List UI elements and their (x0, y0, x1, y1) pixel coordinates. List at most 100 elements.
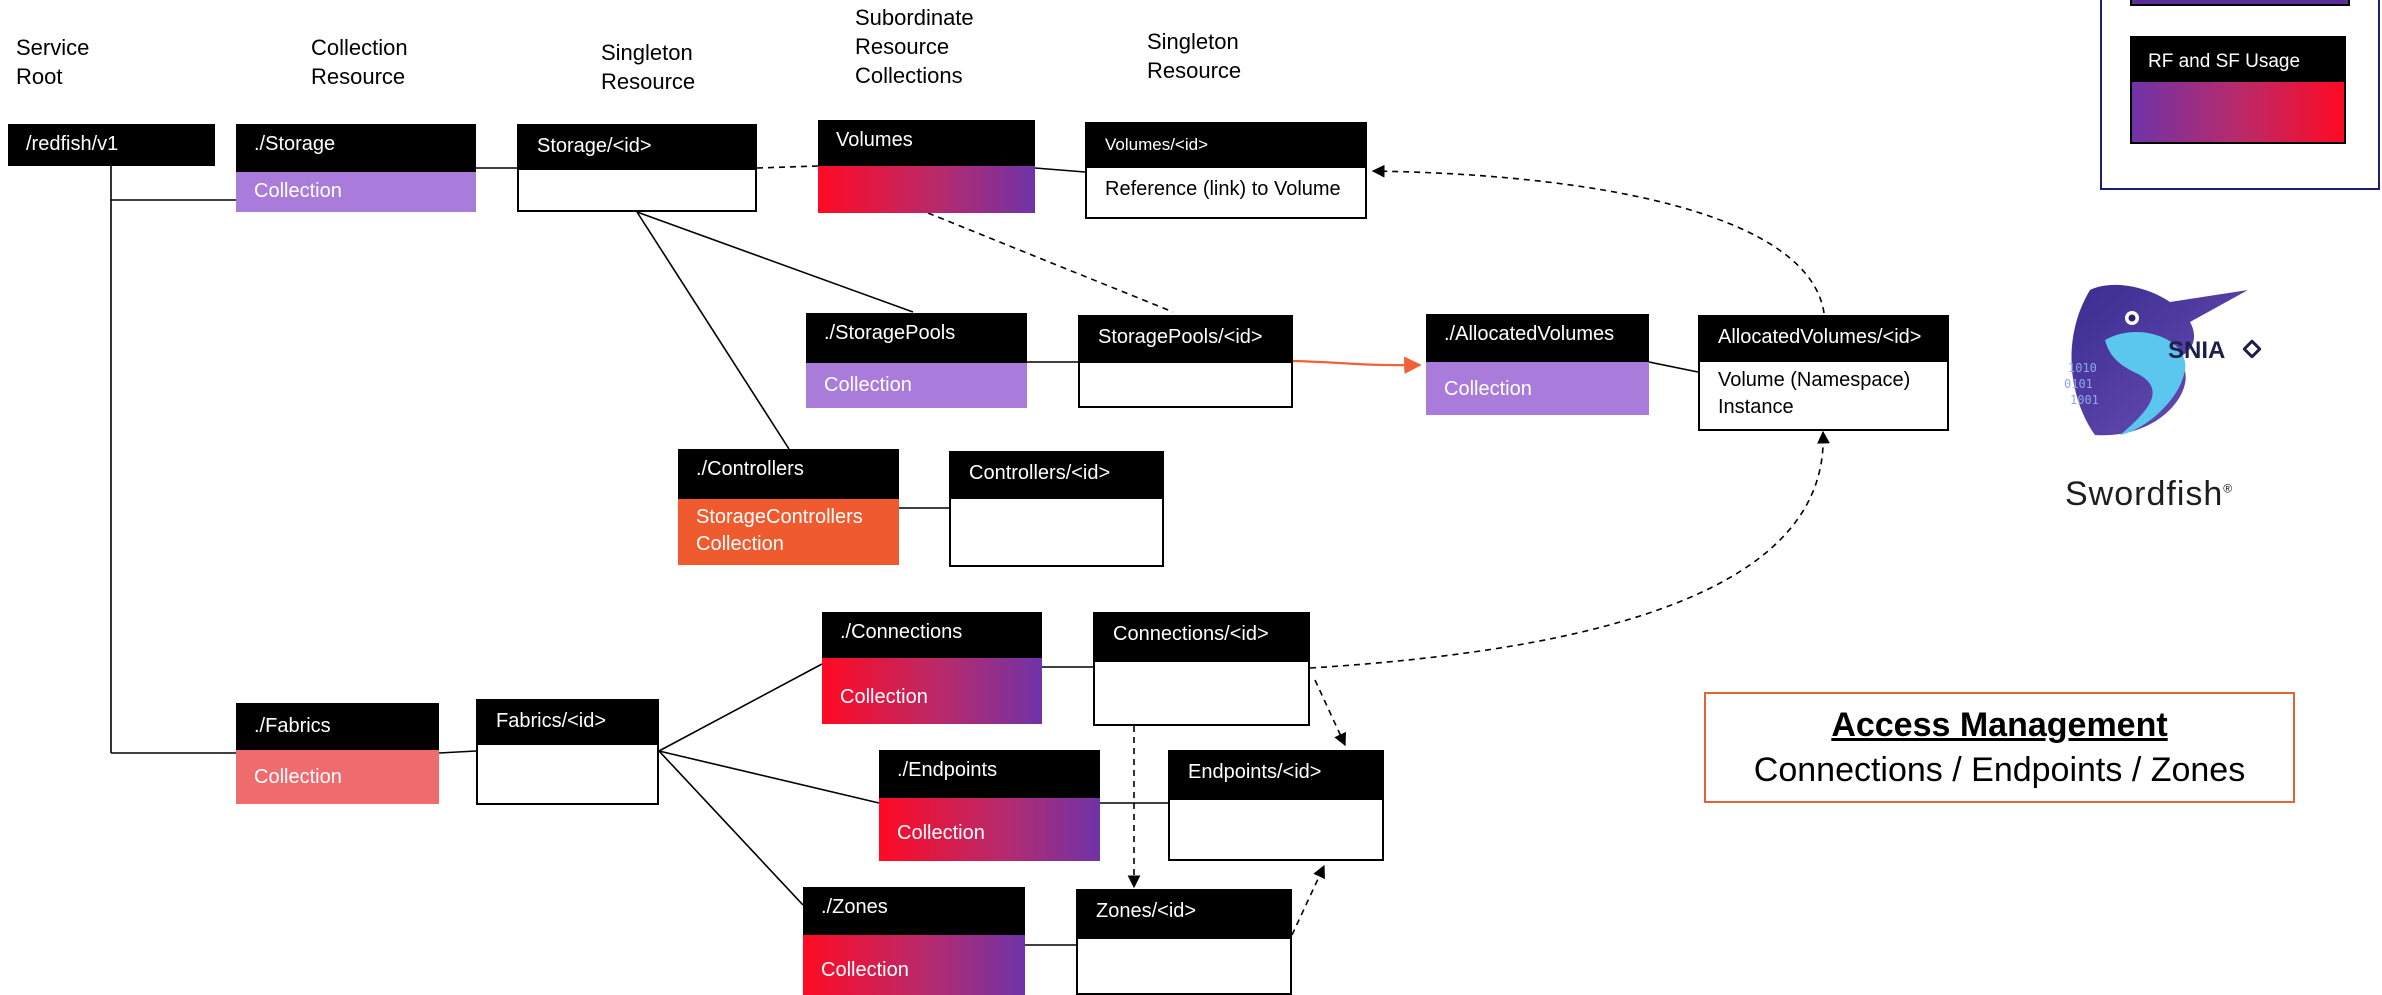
ref-poolid-allocated (1292, 356, 1422, 375)
node-volumes-collection[interactable]: Volumes (818, 120, 1035, 213)
line-storageid-storagepools (636, 211, 914, 313)
node-header: Connections/<id> (1095, 614, 1308, 662)
svg-text:1001: 1001 (2070, 393, 2099, 407)
node-storagepools-id[interactable]: StoragePools/<id> (1078, 315, 1293, 408)
column-header-subordinate-collections: Subordinate Resource Collections (855, 3, 974, 90)
node-storage-id[interactable]: Storage/<id> (517, 124, 757, 212)
node-header: ./Endpoints (879, 750, 1100, 798)
line-allocated-allocatedid (1648, 361, 1699, 373)
column-header-line: Singleton (601, 40, 693, 65)
node-redfish-root[interactable]: /redfish/v1 (8, 124, 215, 166)
dash-connectionsid-endpointsid (1314, 679, 1346, 747)
node-header: ./Zones (803, 887, 1025, 935)
node-body-line: Volume (Namespace) (1718, 369, 1911, 391)
node-body: Reference (link) to Volume (1105, 178, 1341, 200)
node-fabrics-collection[interactable]: ./Fabrics Collection (236, 703, 439, 804)
column-header-collection-resource: Collection Resource (311, 33, 408, 91)
dash-zonesid-endpointsid (1291, 864, 1325, 936)
column-header-line: Resource (311, 64, 406, 89)
node-volumes-id[interactable]: Volumes/<id> Reference (link) to Volume (1085, 122, 1367, 219)
node-endpoints-id[interactable]: Endpoints/<id> (1168, 750, 1384, 861)
node-body-line: StorageControllers (696, 506, 863, 528)
node-header: Endpoints/<id> (1170, 752, 1382, 800)
logo-product-name: Swordfish (2065, 475, 2224, 513)
column-header-line: Service (16, 35, 90, 60)
line-fabricsid-connections (658, 663, 823, 752)
node-header: StoragePools/<id> (1080, 317, 1291, 363)
logo-registered-mark: ® (2223, 481, 2234, 496)
node-header: Controllers/<id> (951, 453, 1162, 499)
node-header: ./AllocatedVolumes (1426, 314, 1649, 362)
legend-swatch-gradient (2132, 82, 2344, 142)
node-body: Collection (822, 658, 1042, 724)
access-management-box: Access Management Connections / Endpoint… (1704, 692, 2295, 803)
node-header: /redfish/v1 (8, 124, 215, 166)
node-storagepools-collection[interactable]: ./StoragePools Collection (806, 313, 1027, 408)
node-header: Zones/<id> (1078, 891, 1290, 939)
column-header-line: Subordinate (855, 5, 974, 30)
column-header-singleton-resource-2: Singleton Resource (1147, 27, 1241, 85)
node-header: ./Connections (822, 612, 1042, 658)
legend-swatch-partial (2130, 0, 2350, 6)
node-body-line: Collection (696, 533, 784, 555)
access-management-subtitle: Connections / Endpoints / Zones (1753, 751, 2246, 789)
swordfish-icon: 1010 0101 1001 (2064, 284, 2248, 436)
node-header: ./Controllers (678, 449, 899, 499)
dash-connectionsid-allocatedid (1309, 430, 1830, 669)
node-body: Collection (879, 798, 1100, 861)
node-header: ./Fabrics (236, 703, 439, 750)
node-header: ./Storage (236, 124, 476, 172)
logo-product: Swordfish® (2065, 475, 2233, 514)
line-storageid-controllers (636, 211, 790, 450)
node-controllers-collection[interactable]: ./Controllers StorageControllers Collect… (678, 449, 899, 565)
legend: RF and SF Usage (2100, 0, 2380, 190)
dash-volumes-poolid (927, 212, 1174, 313)
node-connections-collection[interactable]: ./Connections Collection (822, 612, 1042, 724)
column-header-line: Resource (601, 69, 696, 94)
column-header-line: Resource (855, 34, 950, 59)
node-body: Collection (803, 935, 1025, 995)
swordfish-logo: 1010 0101 1001 SNIA Swordfish® (2050, 280, 2270, 520)
node-body-gradient (818, 166, 1035, 213)
svg-text:1010: 1010 (2068, 361, 2097, 375)
dash-storageid-volumes (756, 165, 819, 169)
node-allocatedvolumes-id[interactable]: AllocatedVolumes/<id> Volume (Namespace)… (1698, 315, 1949, 431)
node-body: Collection (806, 363, 1027, 408)
column-header-singleton-resource: Singleton Resource (601, 38, 695, 96)
node-body: Collection (236, 750, 439, 804)
line-fabrics-fabricsid (438, 750, 477, 754)
node-header: Volumes (818, 120, 1035, 166)
node-header: Fabrics/<id> (478, 701, 657, 745)
column-header-line: Resource (1147, 58, 1242, 83)
column-header-line: Singleton (1147, 29, 1239, 54)
svg-text:0101: 0101 (2064, 377, 2093, 391)
node-allocatedvolumes-collection[interactable]: ./AllocatedVolumes Collection (1426, 314, 1649, 415)
node-connections-id[interactable]: Connections/<id> (1093, 612, 1310, 726)
node-storage-collection[interactable]: ./Storage Collection (236, 124, 476, 212)
line-fabricsid-zones (658, 750, 804, 906)
legend-item-rf-sf-usage: RF and SF Usage (2130, 36, 2346, 144)
line-volumes-volumesid (1034, 167, 1086, 173)
node-body: Collection (236, 172, 476, 212)
dash-allocatedid-volumesid (1371, 164, 1825, 314)
line-fabricsid-endpoints (658, 750, 880, 804)
node-controllers-id[interactable]: Controllers/<id> (949, 451, 1164, 567)
node-zones-collection[interactable]: ./Zones Collection (803, 887, 1025, 995)
node-header: AllocatedVolumes/<id> (1700, 317, 1947, 362)
node-header: ./StoragePools (806, 313, 1027, 363)
node-body: Volume (Namespace) Instance (1700, 360, 1947, 429)
node-endpoints-collection[interactable]: ./Endpoints Collection (879, 750, 1100, 861)
node-header: Volumes/<id> (1087, 124, 1365, 168)
node-body: StorageControllers Collection (678, 499, 899, 565)
node-zones-id[interactable]: Zones/<id> (1076, 889, 1292, 995)
column-header-service-root: Service Root (16, 33, 89, 91)
column-header-line: Collections (855, 63, 963, 88)
logo-brand: SNIA (2168, 337, 2226, 364)
column-header-line: Collection (311, 35, 408, 60)
column-header-line: Root (16, 64, 63, 89)
node-body-line: Instance (1718, 396, 1794, 418)
node-fabrics-id[interactable]: Fabrics/<id> (476, 699, 659, 805)
node-header: Storage/<id> (519, 126, 755, 170)
legend-item-label: RF and SF Usage (2132, 38, 2344, 84)
